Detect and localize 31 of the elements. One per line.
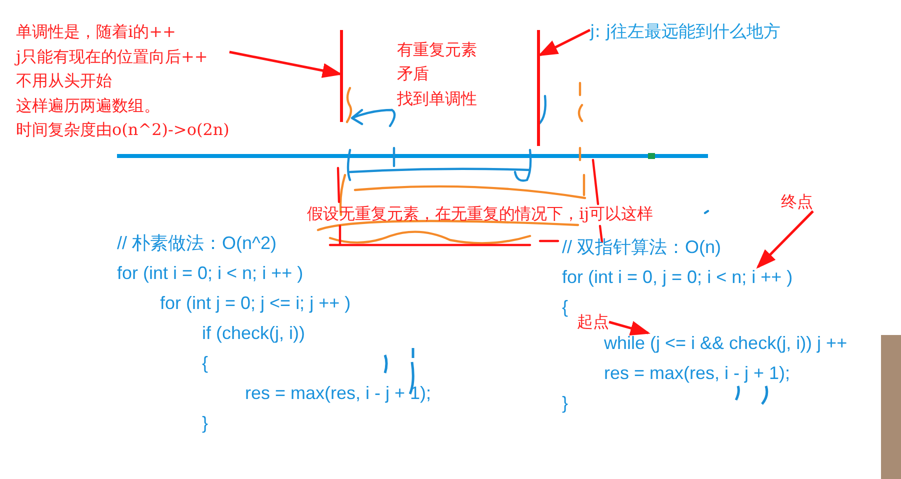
marker-line (537, 30, 540, 146)
annotation-line: 不用从头开始 (16, 70, 112, 92)
code-line: res = max(res, i - j + 1); (245, 383, 432, 405)
annotation-line: 这样遍历两遍数组。 (16, 94, 160, 116)
code-line: { (562, 297, 568, 319)
code-line: } (202, 413, 208, 435)
code-line: for (int i = 0, j = 0; i < n; i ++ ) (562, 267, 793, 289)
annotation-text: 假设无重复元素，在无重复的情况下，ij可以这样 (307, 204, 654, 224)
code-line: { (202, 353, 208, 375)
code-line: res = max(res, i - j + 1); (604, 363, 790, 385)
annotation-text: 终点 (781, 192, 813, 212)
annotation-text: 有重复元素 (397, 40, 477, 60)
annotation-text: 起点 (577, 312, 609, 332)
annotation-text: j: j往左最远能到什么地方 (590, 22, 781, 42)
annotation-line: 单调性是，随着i的++ (16, 21, 176, 43)
code-line: for (int i = 0; i < n; i ++ ) (117, 263, 304, 285)
code-comment: // 双指针算法：O(n) (562, 237, 722, 259)
arrow (538, 28, 591, 56)
annotation-text: 找到单调性 (397, 89, 477, 108)
code-line: for (int j = 0; j <= i; j ++ ) (160, 293, 351, 315)
marker-line (340, 30, 343, 122)
arrow (229, 50, 342, 78)
code-comment: // 朴素做法：O(n^2) (117, 233, 276, 255)
arrow (608, 320, 650, 336)
code-line: } (562, 393, 568, 415)
arrow (756, 210, 814, 269)
annotation-text: 矛盾 (397, 64, 429, 84)
annotation-line: 时间复杂度由o(n^2)->o(2n) (16, 119, 230, 141)
code-line: if (check(j, i)) (202, 323, 305, 345)
annotation-line: j只能有现在的位置向后++ (16, 46, 208, 68)
code-line: while (j <= i && check(j, i)) j ++ (604, 333, 848, 355)
